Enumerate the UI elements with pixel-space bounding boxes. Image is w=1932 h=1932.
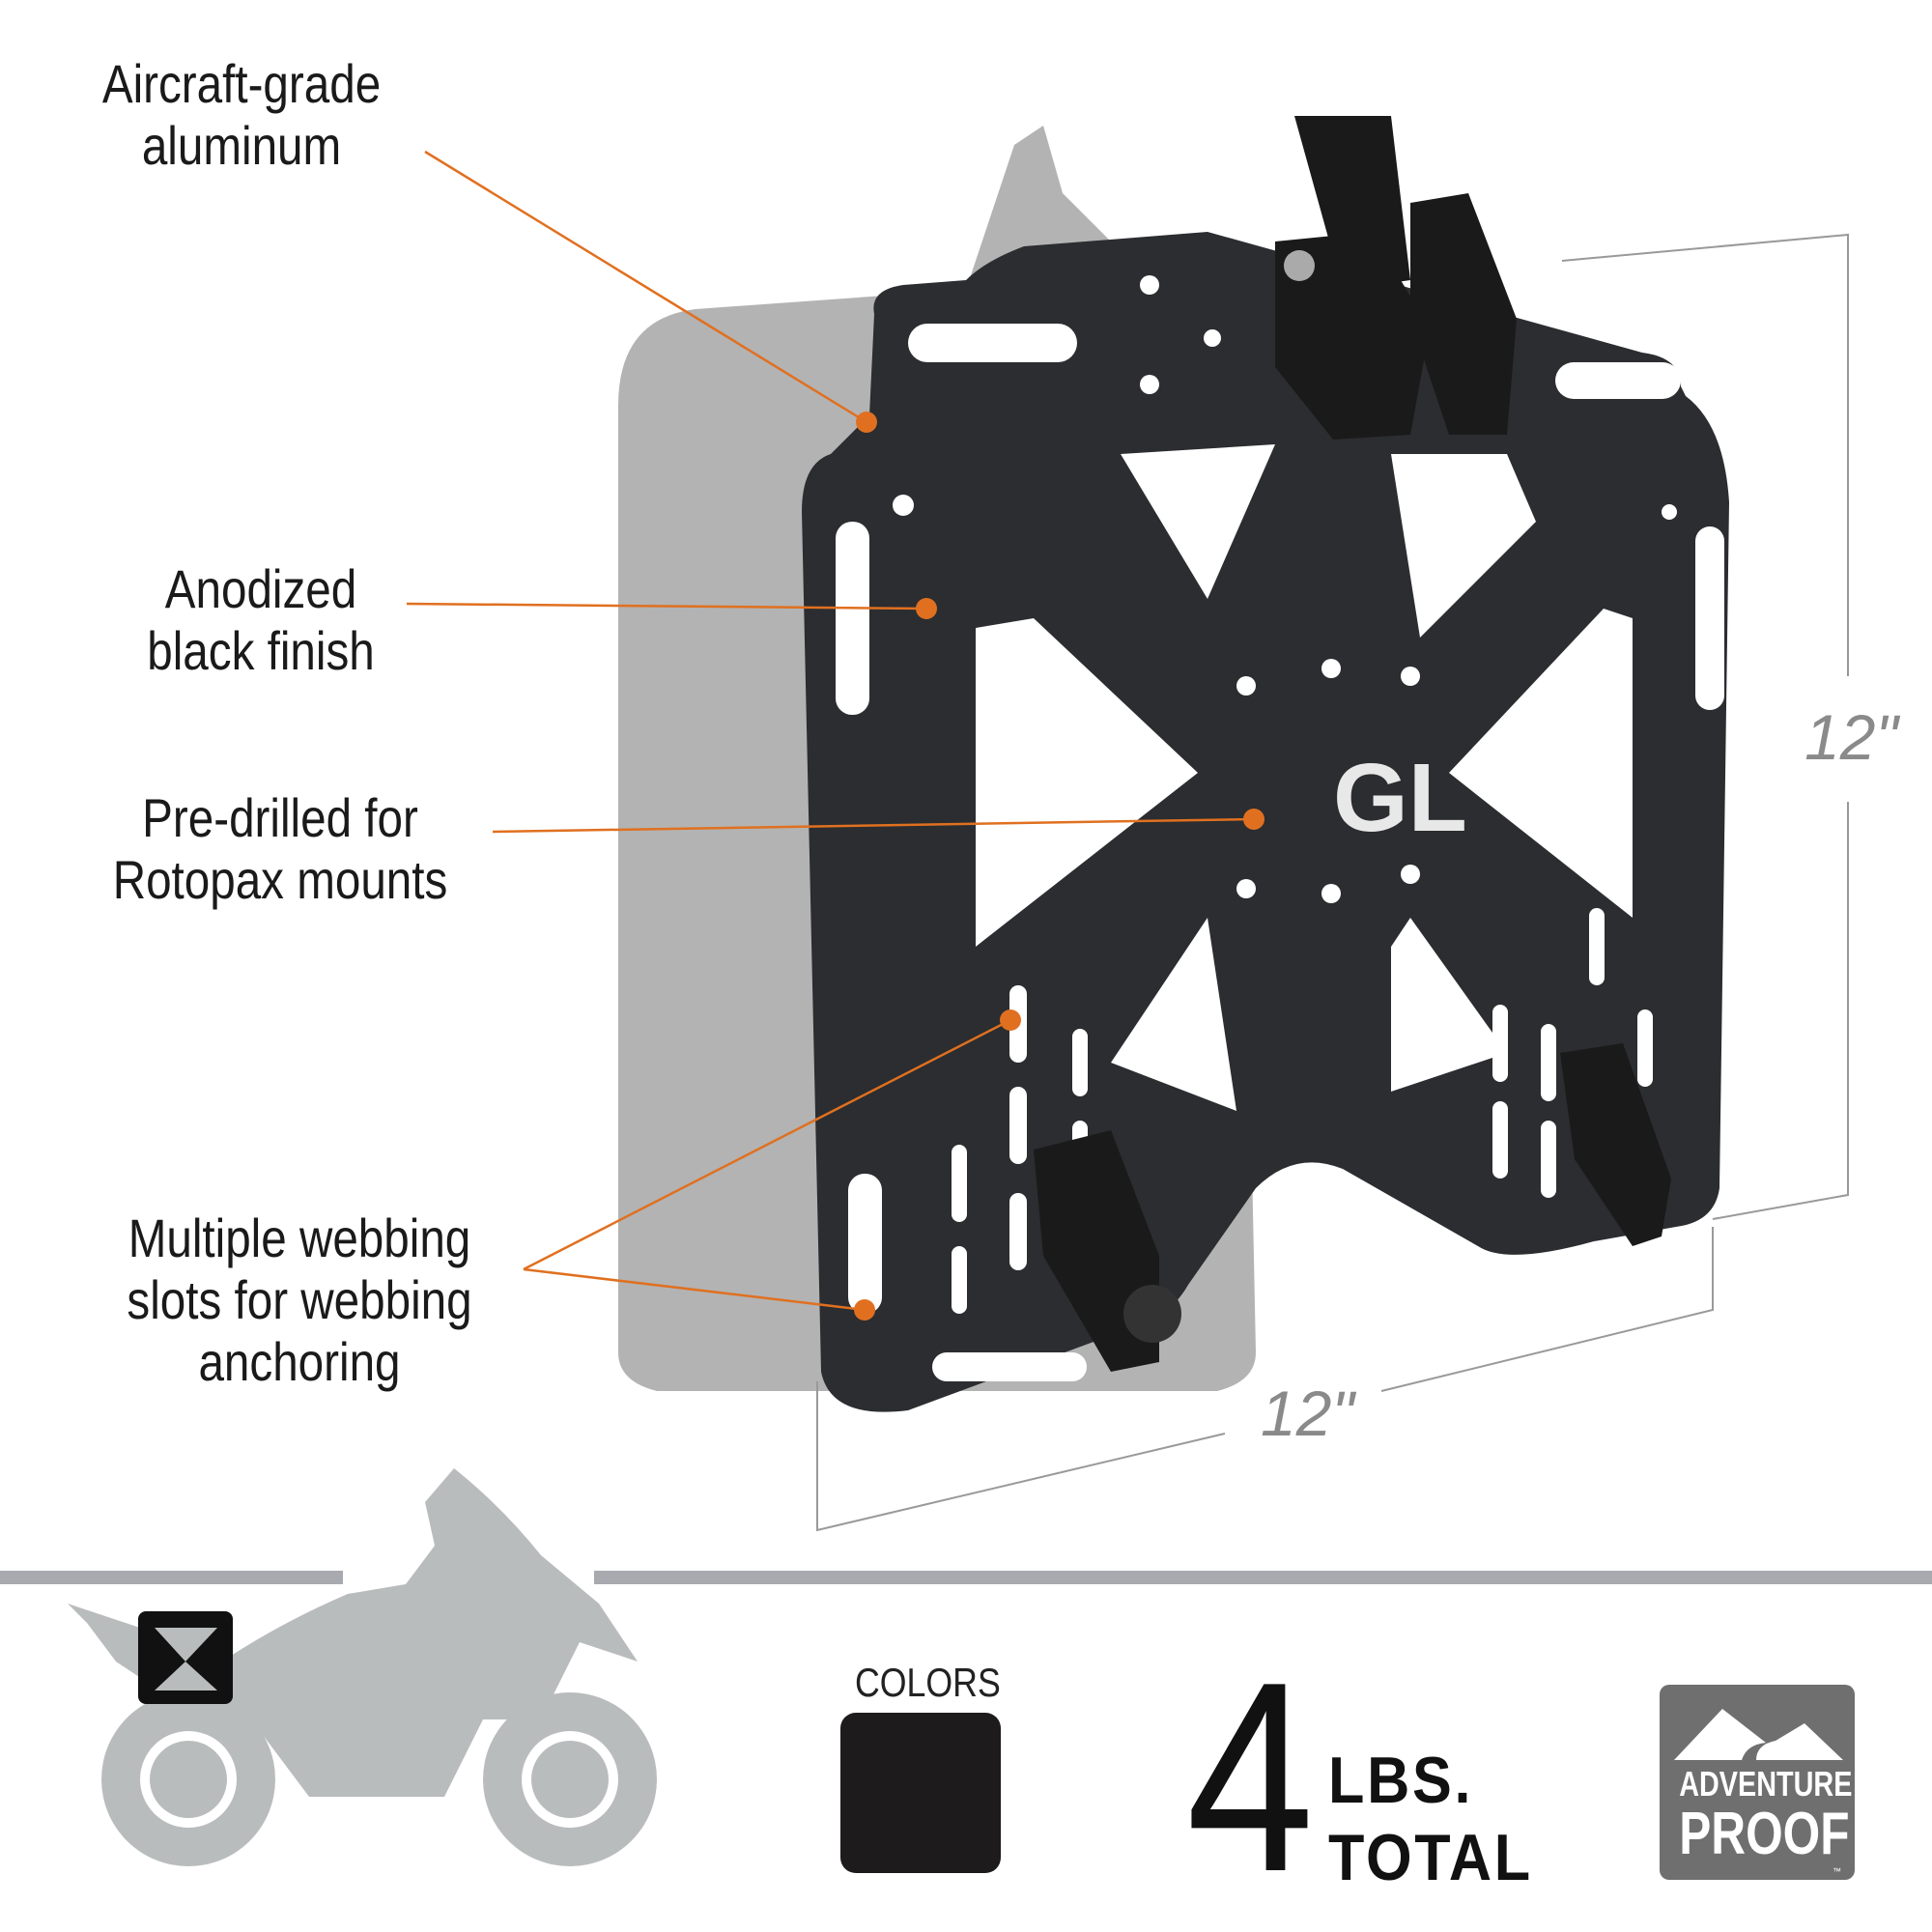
mounting-plate: GL xyxy=(802,116,1729,1412)
top-clamp xyxy=(1275,116,1517,440)
height-dimension: 12" xyxy=(1804,701,1898,773)
bottom-clamps xyxy=(1034,1043,1671,1372)
callout-leaders xyxy=(406,150,1264,1321)
divider-rule xyxy=(0,1571,1932,1584)
dimension-lines xyxy=(816,233,1849,1532)
badge-line2: PROOF xyxy=(1679,1801,1850,1867)
mountain-icon xyxy=(1674,1709,1843,1760)
plate-logo: GL xyxy=(1333,744,1467,852)
badge-line1: ADVENTURE xyxy=(1679,1764,1853,1804)
motorcycle-silhouette-icon xyxy=(68,1468,657,1866)
adventure-proof-badge: ADVENTURE PROOF ™ xyxy=(1660,1685,1855,1880)
callout-line: anchoring xyxy=(198,1331,401,1392)
weight-unit: LBS. xyxy=(1328,1744,1474,1817)
x-cutout xyxy=(1121,444,1275,599)
weight-value: 4 xyxy=(1186,1627,1315,1928)
callout-aircraft-grade: Aircraft-grade aluminum xyxy=(94,53,389,177)
callout-webbing-slots: Multiple webbing slots for webbing ancho… xyxy=(119,1208,480,1393)
webbing-slots xyxy=(952,908,1653,1314)
badge-trademark: ™ xyxy=(1833,1866,1841,1876)
callout-line: Pre-drilled for xyxy=(142,787,418,848)
callout-line: Anodized xyxy=(164,558,357,619)
callout-line: Aircraft-grade xyxy=(101,53,382,114)
callout-line: black finish xyxy=(147,620,375,681)
callout-pre-drilled: Pre-drilled for Rotopax mounts xyxy=(108,787,453,911)
callout-line: Rotopax mounts xyxy=(112,849,448,910)
mini-plate-icon xyxy=(138,1611,233,1704)
weight-note: TOTAL xyxy=(1328,1821,1533,1894)
callout-line: aluminum xyxy=(141,115,342,176)
callout-line: Multiple webbing xyxy=(128,1208,471,1268)
callout-line: slots for webbing xyxy=(127,1269,472,1330)
width-dimension: 12" xyxy=(1261,1378,1354,1449)
colors-label: COLORS xyxy=(855,1660,1001,1705)
callout-anodized: Anodized black finish xyxy=(122,558,401,682)
color-swatch-black xyxy=(840,1713,1001,1873)
